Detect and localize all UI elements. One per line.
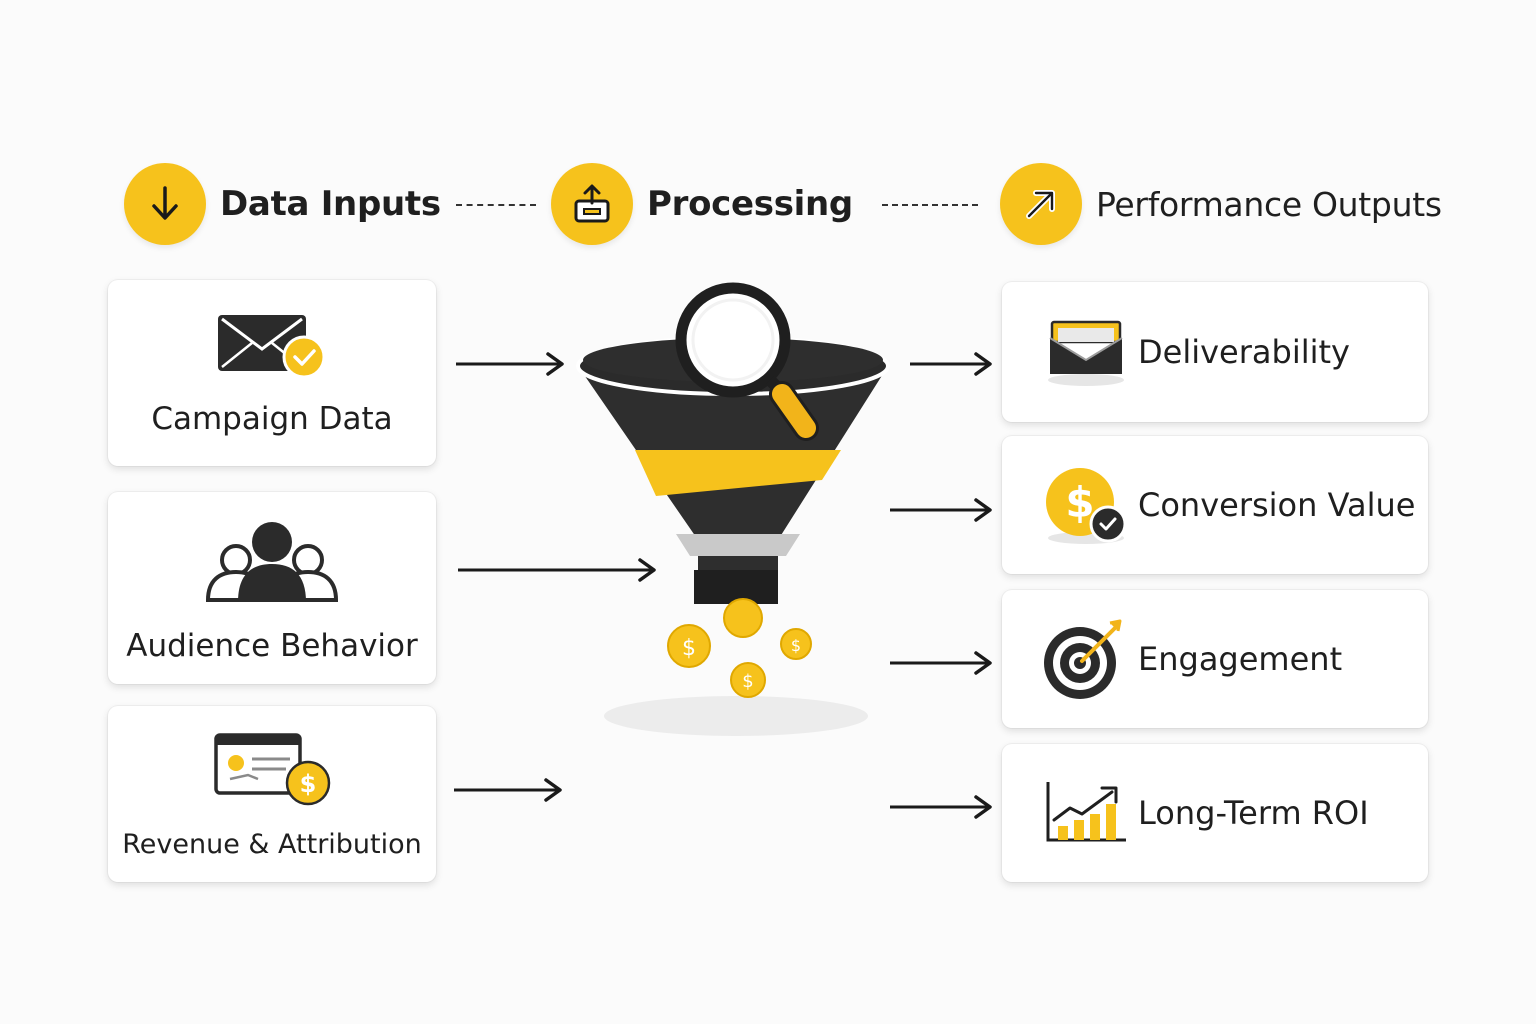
svg-text:$: $	[300, 770, 317, 798]
tray-upload-icon	[551, 163, 633, 245]
dollar-coin-icon: $	[780, 628, 812, 660]
input-card-audience-behavior: Audience Behavior	[108, 492, 436, 684]
output-card-deliverability: Deliverability	[1002, 282, 1428, 422]
header-title: Processing	[647, 184, 853, 224]
header-connector	[456, 204, 536, 206]
flow-arrow	[910, 352, 992, 376]
output-label: Conversion Value	[1138, 486, 1416, 524]
input-card-revenue-attribution: $ Revenue & Attribution	[108, 706, 436, 882]
header-data-inputs: Data Inputs	[124, 162, 441, 246]
header-processing: Processing	[551, 162, 853, 246]
output-label: Engagement	[1138, 640, 1343, 678]
dollar-coin-icon: $	[730, 662, 766, 698]
flow-arrow	[456, 352, 564, 376]
output-card-conversion-value: $ Conversion Value	[1002, 436, 1428, 574]
header-performance-outputs: Performance Outputs	[1000, 162, 1442, 246]
flow-arrow	[458, 558, 656, 582]
invoice-dollar-icon: $	[210, 729, 334, 813]
flow-arrow	[890, 795, 992, 819]
svg-text:$: $	[1065, 478, 1094, 527]
svg-text:$: $	[682, 636, 696, 661]
arrow-up-right-icon	[1000, 163, 1082, 245]
input-label: Audience Behavior	[126, 628, 418, 664]
funnel-magnifier-icon: $ $ $	[576, 282, 890, 736]
header-title: Data Inputs	[220, 184, 441, 224]
output-label: Deliverability	[1138, 333, 1350, 371]
arrow-down-icon	[124, 163, 206, 245]
target-arrow-icon	[1038, 617, 1134, 701]
input-label: Campaign Data	[151, 401, 393, 437]
header-connector	[882, 204, 978, 206]
svg-text:$: $	[791, 636, 801, 655]
header-title: Performance Outputs	[1096, 184, 1442, 224]
dollar-coin-icon: $	[667, 624, 711, 668]
flow-arrow	[454, 778, 562, 802]
dollar-coin-check-icon: $	[1038, 464, 1134, 546]
svg-text:$: $	[742, 671, 753, 692]
output-card-long-term-roi: Long-Term ROI	[1002, 744, 1428, 882]
envelope-inbox-icon	[1038, 316, 1134, 388]
flow-arrow	[890, 498, 992, 522]
output-card-engagement: Engagement	[1002, 590, 1428, 728]
people-group-icon	[204, 512, 340, 612]
input-card-campaign-data: Campaign Data	[108, 280, 436, 466]
input-label: Revenue & Attribution	[122, 828, 422, 860]
flow-arrow	[890, 651, 992, 675]
dollar-coin-icon	[723, 598, 763, 638]
envelope-check-icon	[214, 309, 330, 385]
output-label: Long-Term ROI	[1138, 794, 1369, 832]
growth-chart-icon	[1038, 778, 1134, 848]
